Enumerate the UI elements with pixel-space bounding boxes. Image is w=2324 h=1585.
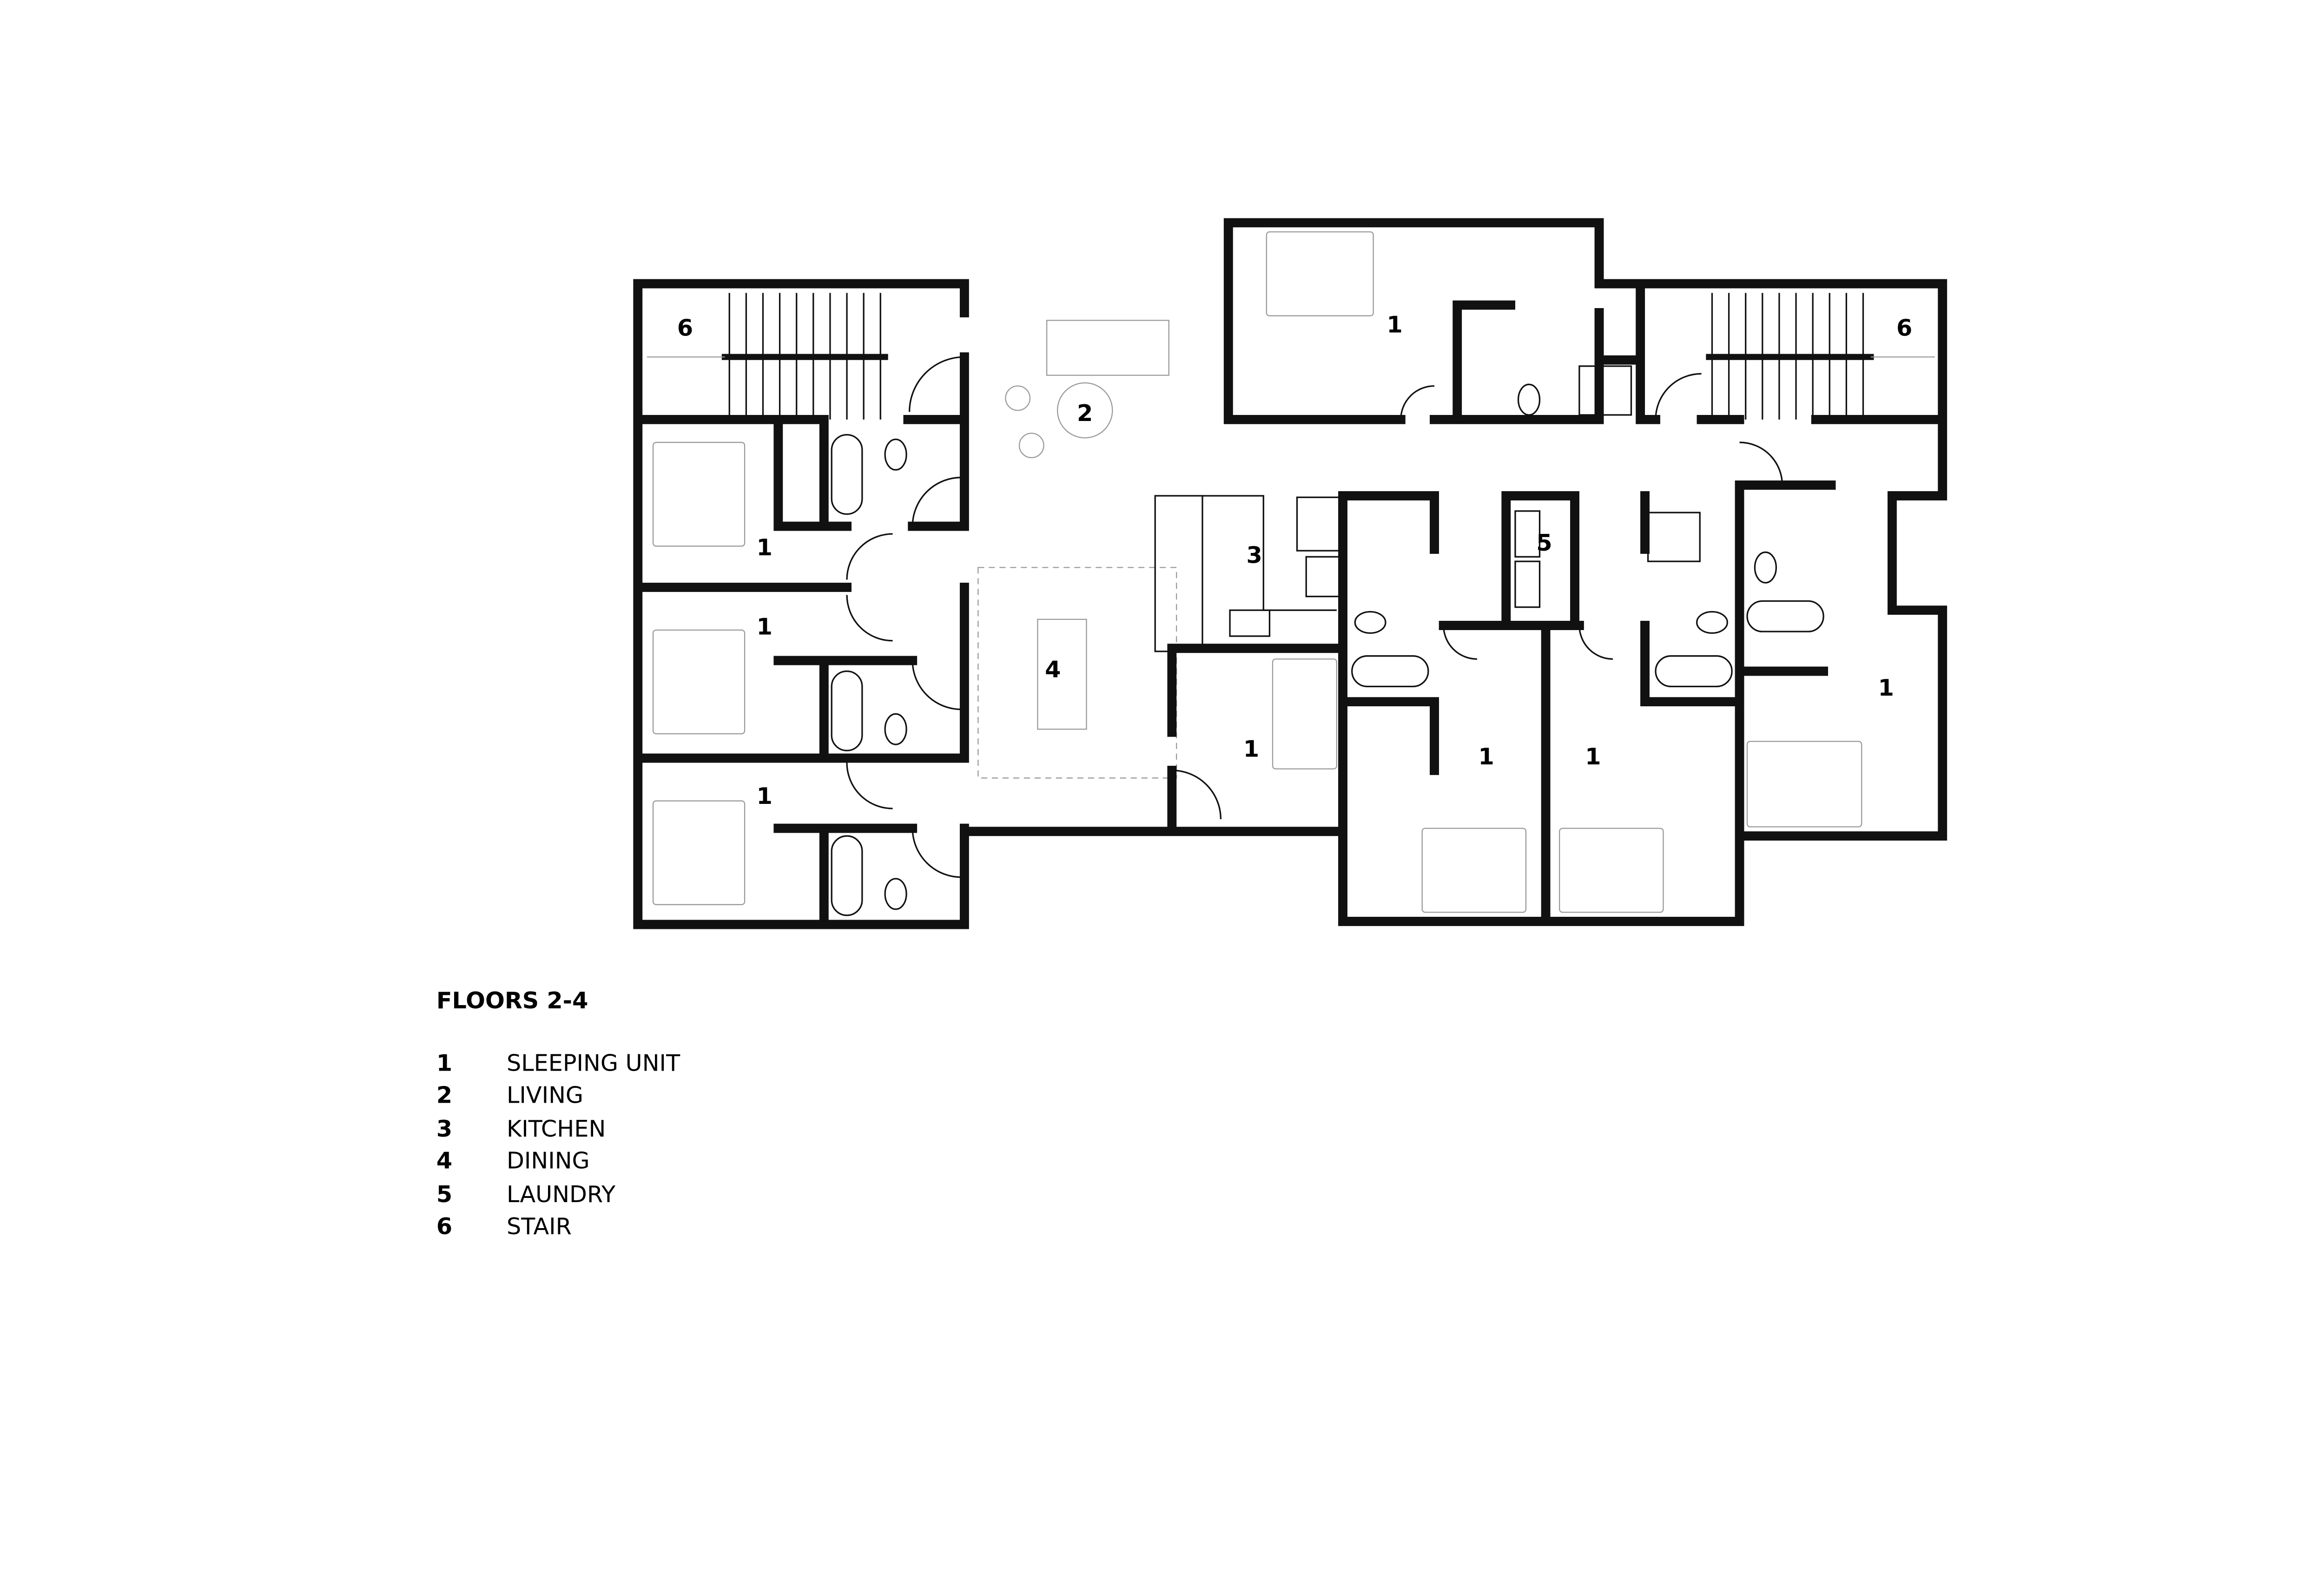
room-label-sleeping-unit: 1 bbox=[1386, 311, 1402, 338]
room-label-sleeping-unit: 1 bbox=[1478, 743, 1494, 770]
bathtub bbox=[1655, 655, 1733, 687]
room-label-sleeping-unit: 1 bbox=[1878, 674, 1894, 701]
sofa bbox=[1046, 320, 1169, 376]
room-label-dining: 4 bbox=[1045, 656, 1061, 683]
legend-key: 5 bbox=[436, 1181, 452, 1208]
room-label-living: 2 bbox=[1077, 400, 1093, 427]
legend-key: 3 bbox=[436, 1115, 452, 1142]
legend-label: DINING bbox=[507, 1147, 590, 1174]
bathtub bbox=[1746, 600, 1824, 632]
legend-label: SLEEPING UNIT bbox=[507, 1050, 680, 1077]
legend-key: 6 bbox=[436, 1213, 452, 1240]
room-label-kitchen: 3 bbox=[1246, 541, 1262, 568]
toilet bbox=[1696, 611, 1728, 634]
legend-key: 1 bbox=[436, 1050, 452, 1077]
bed bbox=[652, 629, 746, 735]
dining-zone bbox=[977, 567, 1177, 779]
room-label-stair-left: 6 bbox=[677, 314, 693, 341]
washer bbox=[1514, 510, 1541, 558]
room-label-sleeping-unit: 1 bbox=[1243, 735, 1259, 762]
room-label-sleeping-unit: 1 bbox=[757, 783, 772, 809]
toilet bbox=[884, 713, 907, 745]
room-label-sleeping-unit: 1 bbox=[757, 613, 772, 640]
legend-key: 2 bbox=[436, 1082, 452, 1109]
bed bbox=[652, 800, 746, 905]
room-label-sleeping-unit: 1 bbox=[1585, 743, 1601, 770]
shower bbox=[1647, 512, 1701, 562]
chair bbox=[1018, 433, 1044, 459]
toilet bbox=[1754, 551, 1777, 584]
sink bbox=[1229, 609, 1271, 637]
bed bbox=[1421, 828, 1527, 913]
coffee-table bbox=[1056, 382, 1113, 439]
room-labels: 6 1 6 2 1 3 5 1 4 1 1 1 1 1 bbox=[677, 311, 1912, 809]
kitchen-counter bbox=[1202, 495, 1337, 611]
dining-table bbox=[1037, 618, 1087, 730]
bed bbox=[652, 441, 746, 547]
legend-key: 4 bbox=[436, 1147, 452, 1174]
legend-label: LIVING bbox=[507, 1082, 583, 1109]
range bbox=[1305, 556, 1341, 598]
legend-label: STAIR bbox=[507, 1213, 572, 1240]
bed bbox=[1266, 231, 1374, 316]
stair-treads-right bbox=[1706, 293, 1935, 420]
bed bbox=[1746, 741, 1862, 828]
refrigerator bbox=[1296, 496, 1341, 552]
legend-label: KITCHEN bbox=[507, 1115, 606, 1142]
dryer bbox=[1514, 560, 1541, 608]
chair bbox=[1005, 385, 1031, 411]
shower bbox=[1578, 365, 1632, 416]
legend-label: LAUNDRY bbox=[507, 1181, 616, 1208]
doors bbox=[846, 356, 1783, 878]
kitchen-island bbox=[1154, 495, 1203, 652]
toilet bbox=[1517, 383, 1541, 416]
toilet bbox=[884, 438, 907, 471]
walls bbox=[638, 218, 1948, 929]
room-label-sleeping-unit: 1 bbox=[757, 534, 772, 561]
room-label-stair-right: 6 bbox=[1896, 314, 1912, 341]
legend-title: FLOORS 2-4 bbox=[436, 987, 588, 1014]
bathtub bbox=[1351, 655, 1429, 687]
bathtub bbox=[831, 835, 863, 916]
furniture bbox=[647, 231, 1935, 916]
bed bbox=[1559, 828, 1664, 913]
legend: FLOORS 2-4 1 SLEEPING UNIT 2 LIVING 3 KI… bbox=[436, 987, 680, 1240]
toilet bbox=[1354, 611, 1386, 634]
bathtub bbox=[831, 670, 863, 751]
bed bbox=[1272, 658, 1338, 769]
bathtub bbox=[831, 434, 863, 515]
room-label-laundry: 5 bbox=[1536, 529, 1552, 556]
toilet bbox=[884, 878, 907, 910]
stair-treads-left bbox=[647, 293, 888, 420]
